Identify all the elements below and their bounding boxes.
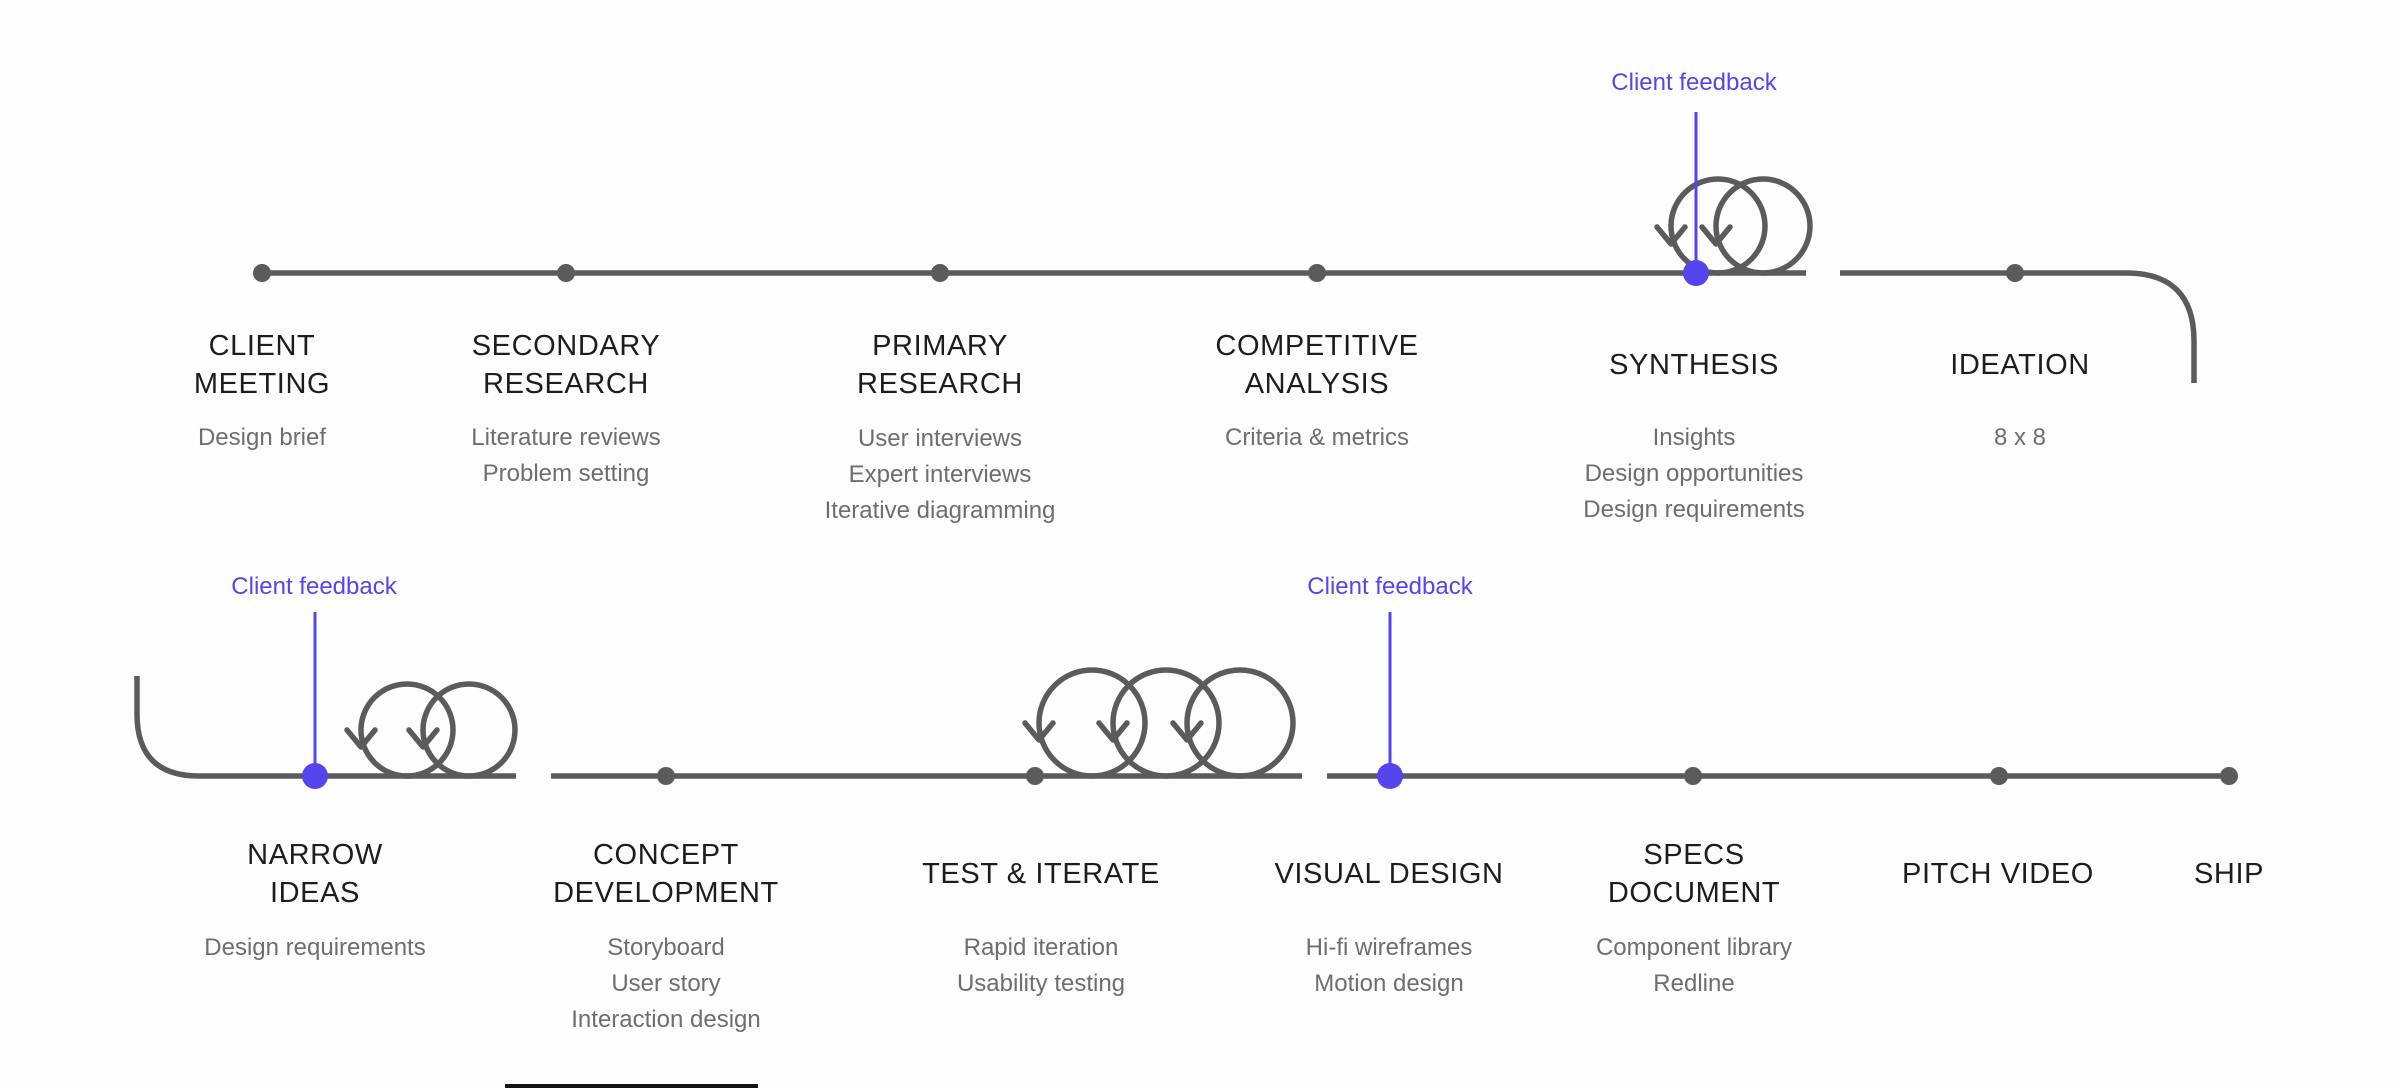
stage-details-test-iterate: Rapid iteration Usability testing [956,934,1126,997]
stage-title-secondary-research: SECONDARY RESEARCH [471,330,661,400]
stage-details-secondary-research: Literature reviews Problem setting [471,424,661,487]
stage-details-ideation: 8 x 8 [1993,424,2047,451]
stage-details-client-meeting: Design brief [197,424,327,451]
stage-title-competitive-analysis: COMPETITIVE ANALYSIS [1215,330,1419,400]
feedback-dots [302,260,1709,789]
stage-details-visual-design: Hi-fi wireframes Motion design [1305,934,1473,997]
bottom-scrubber-fragment [505,1084,758,1088]
iteration-loop-icon-synthesis [1654,176,1813,276]
feedback-connector-lines [313,112,1698,776]
feedback-label-visual-design: Client feedback [1307,573,1473,600]
stage-title-ship: SHIP [2193,858,2265,890]
stage-title-primary-research: PRIMARY RESEARCH [857,330,1023,400]
stage-details-specs-document: Component library Redline [1595,934,1793,997]
stage-details-narrow-ideas: Design requirements [204,934,426,961]
stage-title-narrow-ideas: NARROW IDEAS [247,839,383,909]
timeline-line-row1 [262,270,2197,383]
stage-title-concept-development: CONCEPT DEVELOPMENT [553,839,779,909]
stage-title-test-iterate: TEST & ITERATE [922,858,1160,890]
feedback-label-synthesis: Client feedback [1611,69,1777,96]
stage-details-primary-research: User interviews Expert interviews Iterat… [824,425,1056,524]
iteration-loop-icon-narrow-ideas [344,681,518,779]
stage-title-specs-document: SPECS DOCUMENT [1607,839,1781,909]
stage-title-client-meeting: CLIENT MEETING [193,330,331,400]
stage-details-competitive-analysis: Criteria & metrics [1224,424,1410,451]
stage-details-concept-development: Storyboard User story Interaction design [571,934,761,1033]
stage-title-synthesis: SYNTHESIS [1609,349,1779,381]
iteration-loop-icon-test-iterate [1022,667,1296,779]
stage-title-visual-design: VISUAL DESIGN [1274,858,1504,890]
stage-title-pitch-video: PITCH VIDEO [1902,858,2094,890]
stage-title-ideation: IDEATION [1950,349,2090,381]
feedback-label-narrow-ideas: Client feedback [231,573,397,600]
stage-details-synthesis: Insights Design opportunities Design req… [1583,424,1805,523]
milestone-dots [253,264,2238,785]
